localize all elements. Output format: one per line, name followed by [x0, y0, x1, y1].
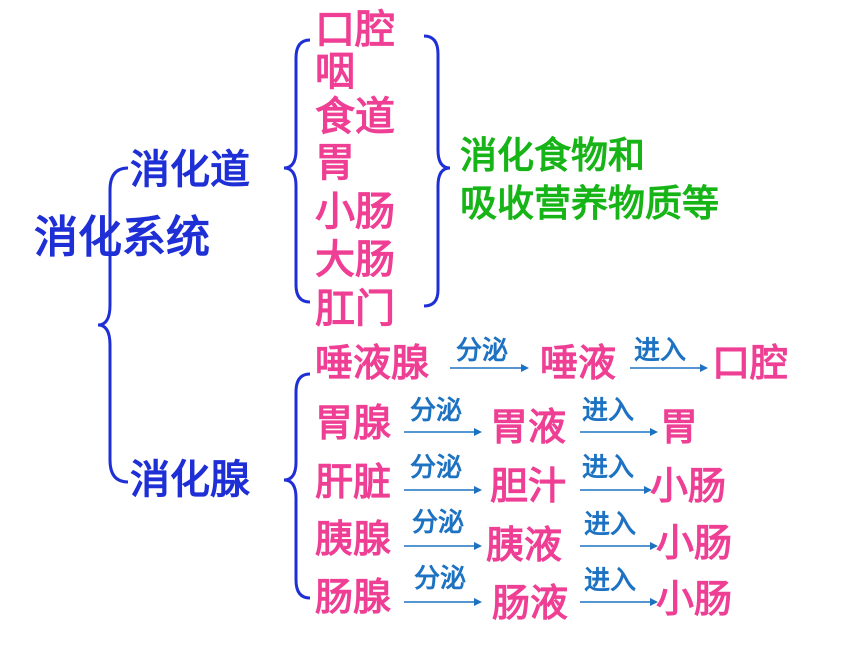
secrete-verb: 分泌: [456, 336, 509, 366]
organ-item: 口腔: [315, 7, 395, 53]
tract-label: 消化道: [130, 147, 250, 193]
tract-brace: [283, 38, 311, 304]
root-label: 消化系统: [34, 212, 210, 263]
glands-brace: [283, 372, 311, 600]
gland-name: 肠腺: [315, 575, 392, 619]
target-organ: 小肠: [656, 521, 733, 565]
juice-name: 胆汁: [490, 464, 567, 508]
target-organ: 小肠: [656, 577, 733, 621]
target-organ: 小肠: [650, 464, 727, 508]
organ-item: 大肠: [315, 237, 395, 283]
target-organ: 口腔: [712, 341, 789, 385]
secrete-arrows: [404, 364, 529, 606]
organ-item: 咽: [315, 49, 355, 95]
enter-verb: 进入: [582, 396, 635, 426]
juice-name: 肠液: [492, 581, 569, 625]
enter-arrows: [580, 364, 708, 606]
organ-item: 胃: [315, 140, 355, 186]
target-organ: 胃: [660, 405, 699, 449]
function-line: 吸收营养物质等: [460, 182, 719, 225]
organ-item: 食道: [315, 94, 395, 140]
secrete-verb: 分泌: [414, 564, 467, 594]
gland-name: 胰腺: [315, 517, 392, 561]
function-brace: [423, 34, 451, 308]
enter-verb: 进入: [582, 453, 635, 483]
enter-verb: 进入: [584, 510, 637, 540]
root-brace: [97, 166, 129, 484]
juice-name: 唾液: [540, 341, 617, 385]
secrete-verb: 分泌: [410, 453, 463, 483]
gland-name: 唾液腺: [315, 341, 430, 385]
juice-name: 胃液: [490, 405, 567, 449]
gland-name: 胃腺: [315, 401, 392, 445]
enter-verb: 进入: [584, 566, 637, 596]
enter-verb: 进入: [634, 336, 687, 366]
organ-item: 小肠: [315, 189, 395, 235]
function-line: 消化食物和: [460, 134, 645, 177]
gland-name: 肝脏: [315, 460, 392, 504]
secrete-verb: 分泌: [412, 508, 465, 538]
function-text: 消化食物和 吸收营养物质等: [460, 132, 719, 228]
organ-item: 肛门: [315, 286, 395, 332]
glands-label: 消化腺: [130, 457, 250, 503]
juice-name: 胰液: [486, 523, 563, 567]
secrete-verb: 分泌: [410, 396, 463, 426]
